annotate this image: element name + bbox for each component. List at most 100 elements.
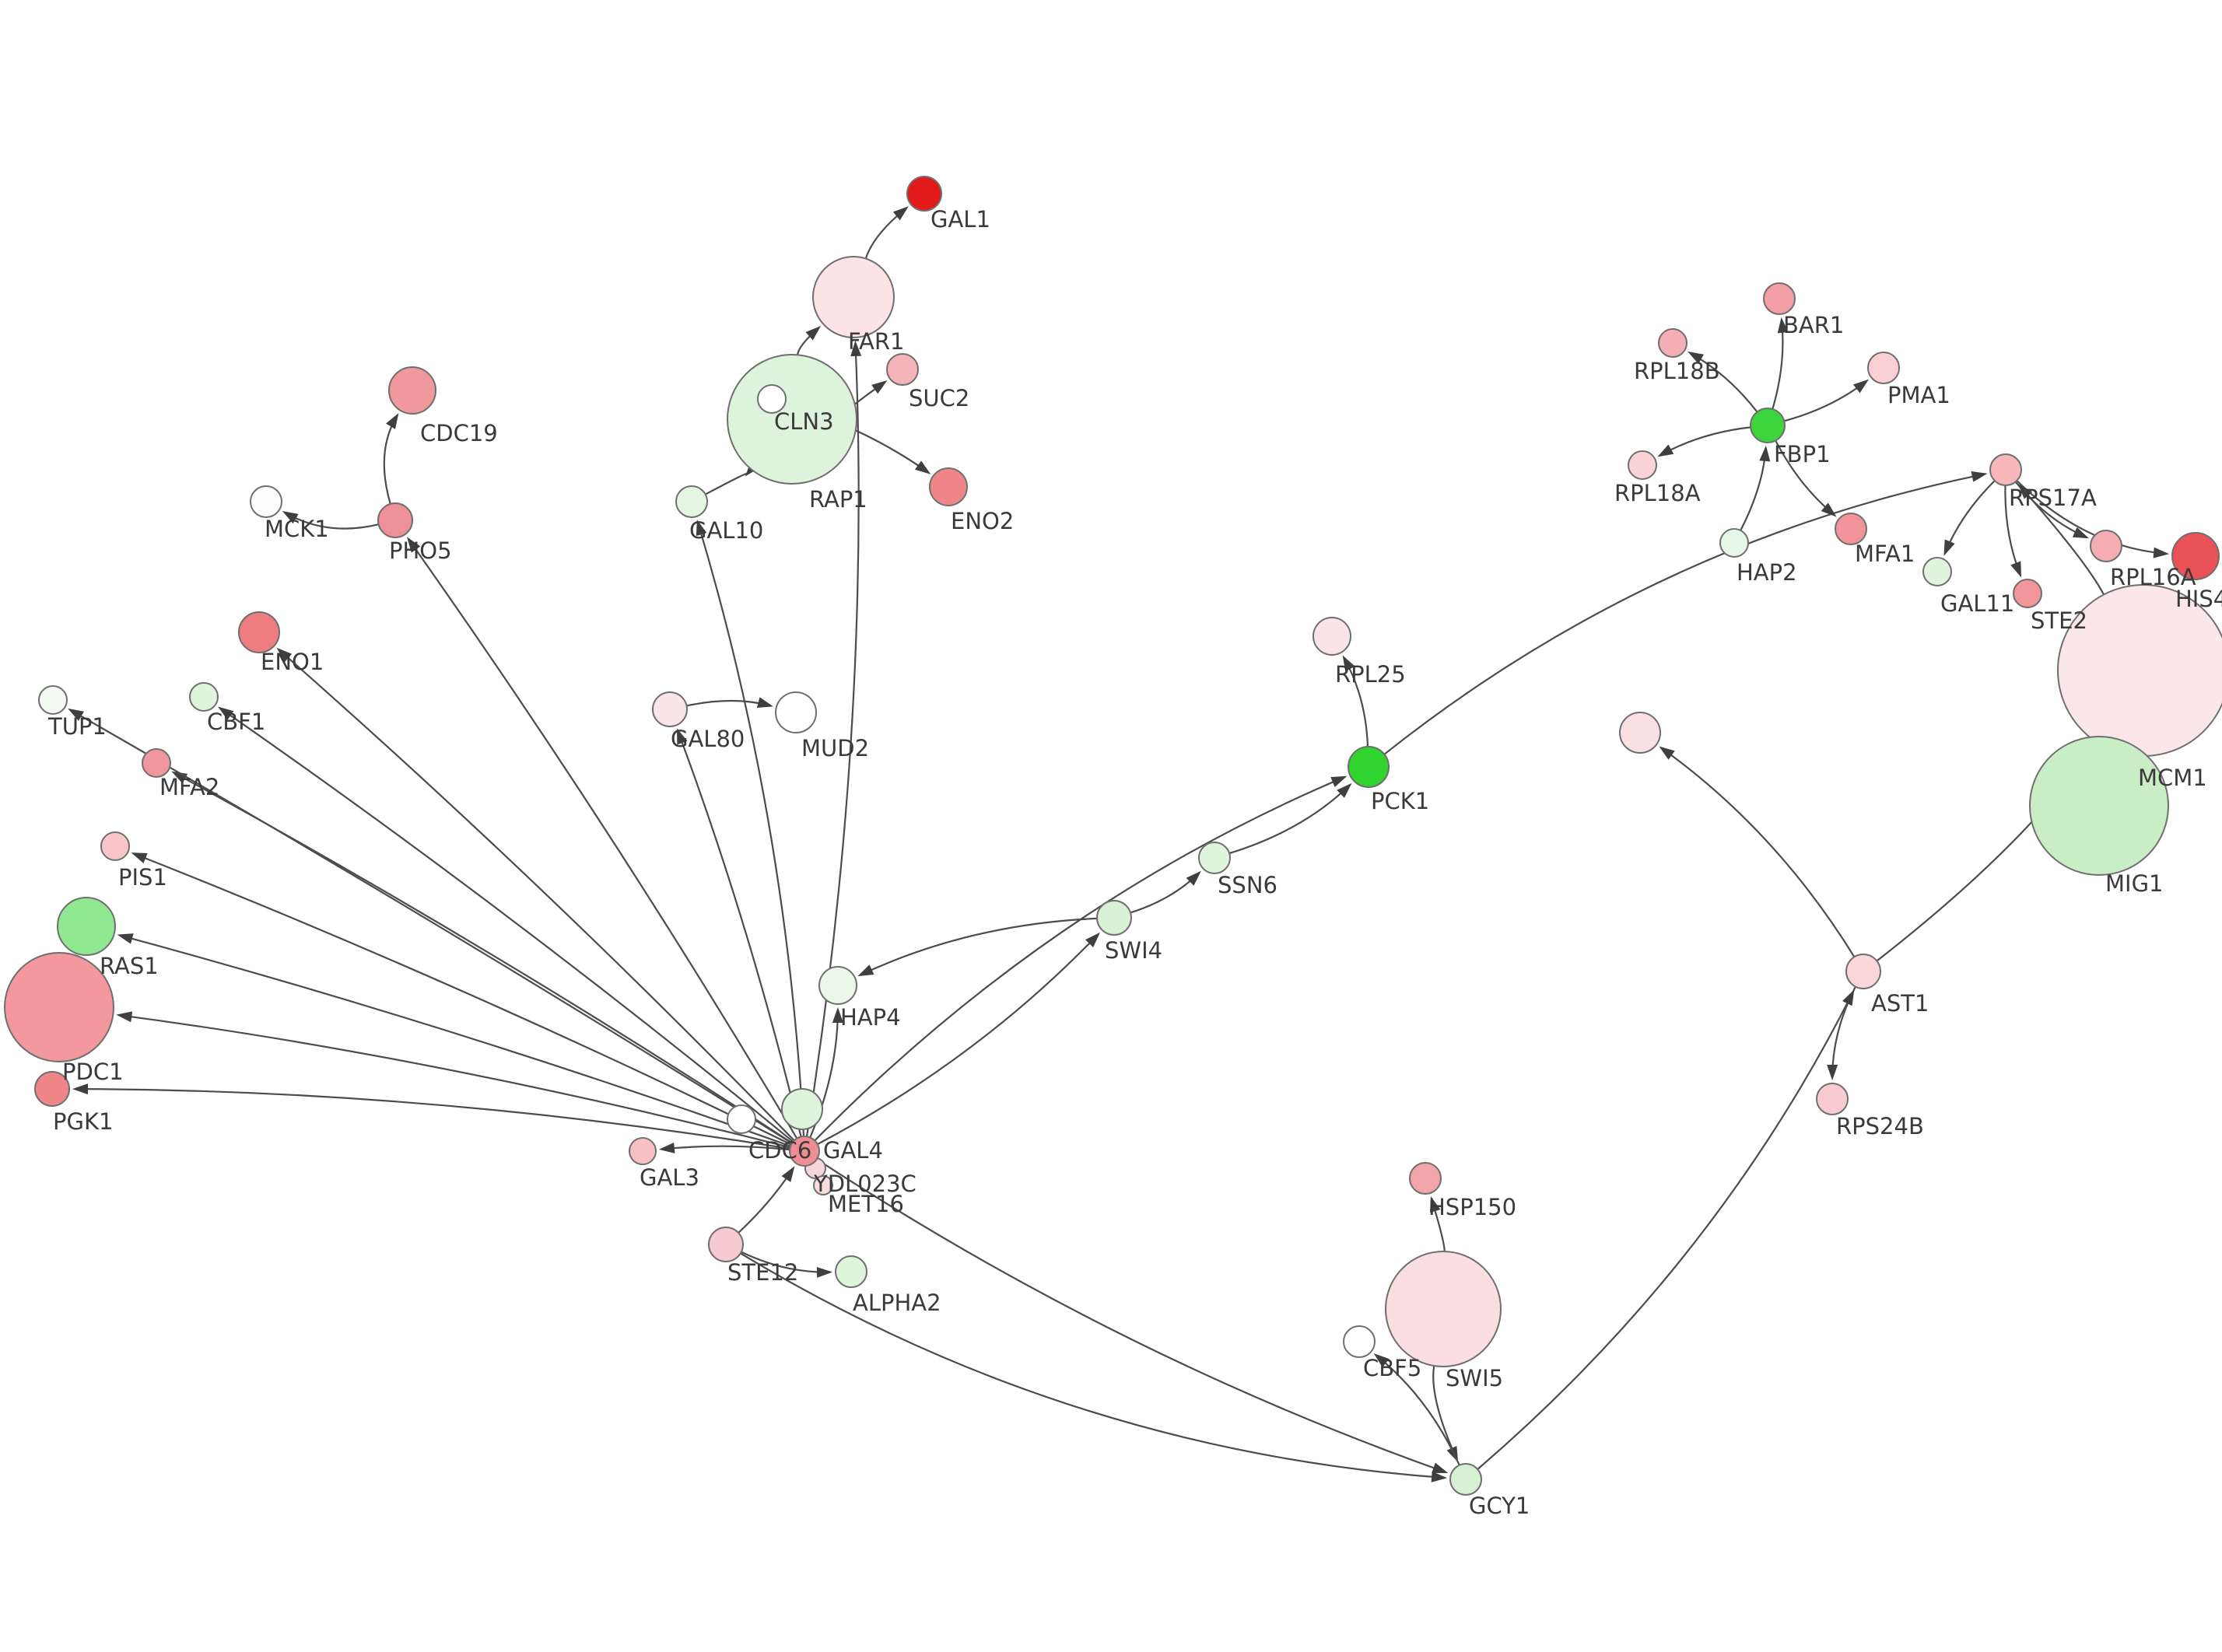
edge-pho5-mck1[interactable] (282, 511, 379, 530)
node-PIS1[interactable] (100, 831, 130, 861)
edge-ste12-gal4[interactable] (738, 1166, 795, 1234)
node-RPS24B[interactable] (1816, 1083, 1849, 1115)
edge-fbp1-pma1[interactable] (1783, 379, 1870, 422)
edge-gal4-swi4[interactable] (817, 932, 1100, 1146)
node-GAL1[interactable] (906, 176, 942, 212)
edge-gal80-mud2[interactable] (686, 697, 773, 708)
node-RPL18B[interactable] (1658, 328, 1688, 358)
node-GAL11[interactable] (1922, 557, 1952, 586)
node-GAL80[interactable] (652, 691, 688, 727)
node-RPL18A[interactable] (1628, 450, 1657, 480)
edge-far1-gal1[interactable] (864, 206, 909, 259)
node-PDC1[interactable] (4, 952, 114, 1062)
edge-gal4-cbf1[interactable] (218, 706, 794, 1143)
edge-pck1-rps17a[interactable] (1383, 471, 1988, 755)
node-ENO2[interactable] (929, 467, 968, 506)
node-nodex[interactable] (1619, 712, 1661, 754)
edge-ssn6-pck1[interactable] (1228, 782, 1352, 855)
edge-pho5-cdc19[interactable] (383, 413, 399, 505)
node-SUC2[interactable] (886, 353, 919, 386)
edge-gal4-pgk1[interactable] (72, 1083, 790, 1150)
node-HSP150[interactable] (1409, 1162, 1442, 1195)
edge-gal4-pis1[interactable] (131, 852, 792, 1146)
node-GAL3[interactable] (629, 1137, 657, 1165)
node-hubg[interactable] (781, 1088, 823, 1130)
node-CLN3[interactable] (727, 354, 857, 485)
edge-gal4-pho5[interactable] (406, 537, 798, 1139)
node-CBF1[interactable] (189, 682, 219, 712)
node-HIS4[interactable] (2171, 532, 2220, 580)
node-GAL4[interactable] (789, 1136, 820, 1167)
edge-gal4-eno1[interactable] (276, 647, 795, 1142)
edge-gal4-mfa2[interactable] (171, 771, 793, 1144)
node-RPL25[interactable] (1313, 617, 1351, 656)
edge-rps17a-gal11[interactable] (1943, 480, 1996, 556)
edge-gal4-ras1[interactable] (117, 933, 791, 1147)
edge-gal4-far1[interactable] (805, 340, 862, 1137)
edge-hap2-fbp1[interactable] (1740, 445, 1771, 531)
edge-ast1-nodex[interactable] (1659, 746, 1856, 957)
edge-fbp1-bar1[interactable] (1772, 317, 1789, 410)
edge-pck1-rpl25[interactable] (1342, 655, 1369, 747)
node-SSN6[interactable] (1198, 842, 1231, 874)
node-CDC19[interactable] (388, 366, 436, 415)
edge-gal4-pdc1[interactable] (116, 1011, 790, 1149)
edge-swi4-ssn6[interactable] (1130, 870, 1201, 914)
node-HAP2[interactable] (1719, 528, 1749, 558)
node-TUP1[interactable] (38, 685, 68, 715)
node-RPL16A[interactable] (2090, 530, 2122, 562)
edge-gal4-gcy1[interactable] (816, 1158, 1449, 1473)
node-SWI4[interactable] (1096, 900, 1132, 936)
node-RPS17A[interactable] (1989, 453, 2022, 486)
node-MUD2[interactable] (775, 691, 817, 733)
node-FBP1[interactable] (1750, 408, 1786, 443)
edge-swi4-hap4[interactable] (857, 917, 1098, 977)
node-MFA2[interactable] (142, 748, 171, 778)
edge-rps17a-his4[interactable] (2016, 480, 2170, 558)
node-STE2[interactable] (2013, 579, 2042, 608)
node-PGK1[interactable] (34, 1071, 70, 1107)
edge-cln3-far1[interactable] (797, 326, 822, 355)
node-RAP1[interactable] (757, 384, 787, 414)
node-MFA1[interactable] (1835, 513, 1867, 545)
edge-ste12-alpha2[interactable] (741, 1251, 832, 1278)
node-ENO1[interactable] (238, 611, 280, 653)
edge-ast1-rps24b[interactable] (1827, 986, 1856, 1080)
node-PHO5[interactable] (377, 502, 413, 538)
node-MIG1[interactable] (2029, 736, 2169, 876)
edge-mcm1-rps17a[interactable] (2017, 483, 2105, 596)
edge-gal4-tup1[interactable] (68, 708, 793, 1144)
node-GCY1[interactable] (1449, 1463, 1482, 1496)
node-CBF5[interactable] (1343, 1325, 1376, 1358)
node-RAS1[interactable] (57, 897, 116, 956)
edge-rps17a-ste2[interactable] (2004, 485, 2022, 578)
edge-gal4-gal10[interactable] (696, 519, 805, 1137)
edge-swi5-hsp150[interactable] (1430, 1195, 1446, 1252)
node-MET16[interactable] (813, 1175, 833, 1195)
edge-gcy1-ast1[interactable] (1477, 989, 1855, 1470)
edge-swi5-gcy1[interactable] (1432, 1365, 1459, 1463)
edge-gal4-gal3[interactable] (658, 1142, 790, 1153)
node-SWI5[interactable] (1385, 1251, 1502, 1367)
node-BAR1[interactable] (1763, 282, 1796, 315)
node-CDC6[interactable] (727, 1104, 756, 1134)
edge-ste12-gcy1[interactable] (740, 1252, 1448, 1482)
edge-gal4-pck1[interactable] (814, 775, 1348, 1142)
edge-gal10-cln3[interactable] (705, 460, 759, 495)
node-GAL10[interactable] (675, 485, 708, 518)
node-FAR1[interactable] (812, 256, 895, 338)
edge-gcy1-cbf5[interactable] (1373, 1353, 1460, 1466)
edge-gal4-gal80[interactable] (677, 728, 802, 1137)
node-HAP4[interactable] (818, 966, 857, 1005)
node-PMA1[interactable] (1867, 352, 1900, 384)
node-MCK1[interactable] (250, 485, 282, 518)
edge-fbp1-rpl18a[interactable] (1657, 426, 1751, 457)
node-AST1[interactable] (1845, 954, 1881, 989)
node-PCK1[interactable] (1348, 746, 1390, 788)
edge-cln3-suc2[interactable] (853, 380, 888, 406)
node-STE12[interactable] (708, 1227, 744, 1262)
node-ALPHA2[interactable] (835, 1255, 867, 1288)
edge-fbp1-rpl18b[interactable] (1688, 351, 1758, 413)
edge-fbp1-mfa1[interactable] (1775, 439, 1837, 517)
